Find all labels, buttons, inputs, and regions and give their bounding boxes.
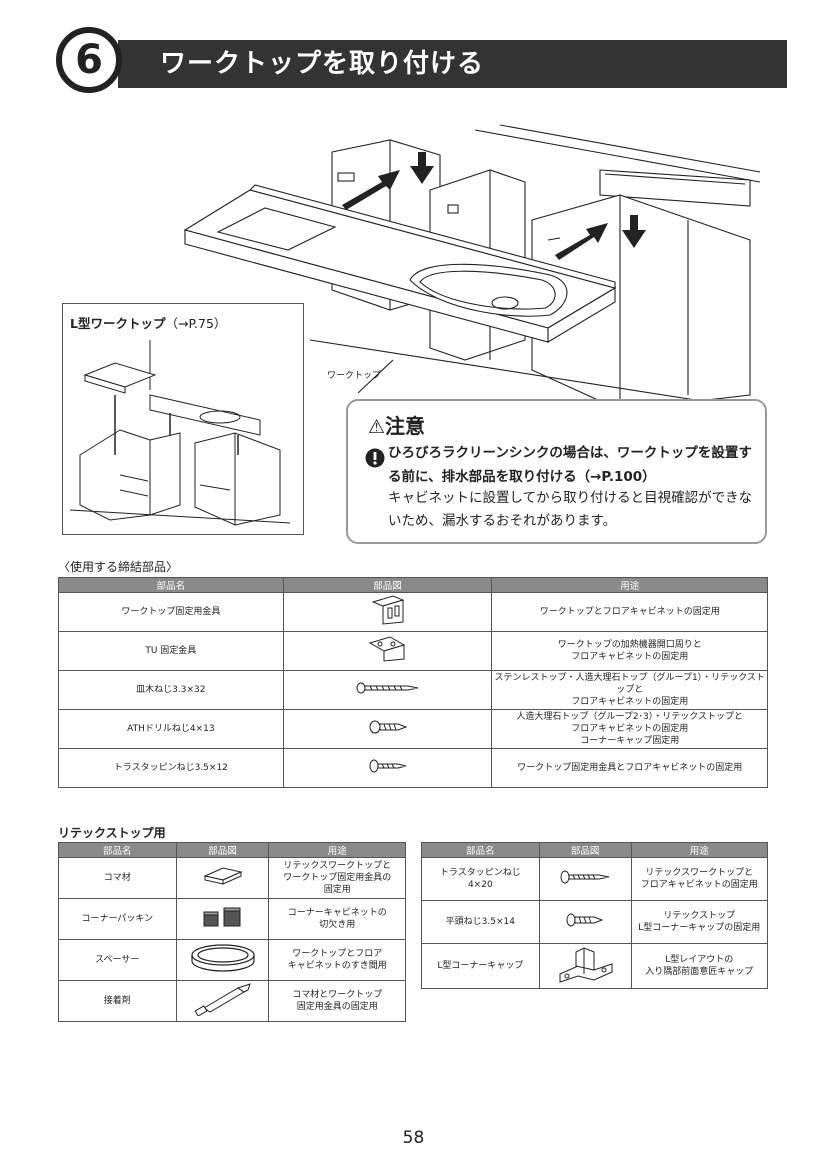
header-part-name: 部品名 <box>58 842 177 858</box>
tu-bracket-icon <box>368 636 405 662</box>
header-part-use: 用途 <box>268 842 406 858</box>
table-row: トラスタッピンねじ3.5×12 ワークトップ固定用金具とフロアキャビネットの固定… <box>58 748 768 788</box>
part-name: L型コーナーキャップ <box>421 943 540 989</box>
part-figure <box>538 900 632 944</box>
table-row: TU 固定金具 ワークトップの加熱機器開口周りと フロアキャビネットの固定用 <box>58 631 768 671</box>
header-part-figure: 部品図 <box>538 842 632 858</box>
table-row: コーナーパッキン コーナーキャビネットの 切欠き用 <box>58 898 406 940</box>
table-row: スペーサー ワークトップとフロア キャビネットのすき間用 <box>58 939 406 981</box>
part-name: トラスタッピンねじ 4×20 <box>421 857 540 901</box>
step-number: 6 <box>75 37 103 83</box>
caution-box <box>346 399 767 544</box>
part-name: コマ材 <box>58 857 177 899</box>
header-part-figure: 部品図 <box>175 842 270 858</box>
corner-cap-icon <box>559 947 613 983</box>
table-row: コマ材 リテックスワークトップと ワークトップ固定用金具の 固定用 <box>58 857 406 899</box>
exclamation-icon <box>365 448 385 468</box>
part-figure <box>282 709 493 749</box>
header-part-name: 部品名 <box>421 842 540 858</box>
ritex-caption: リテックストップ用 <box>58 826 166 840</box>
table-row: 接着剤 コマ材とワークトップ 固定用金具の固定用 <box>58 980 406 1022</box>
long-screw-icon <box>356 682 418 694</box>
header-part-name: 部品名 <box>58 577 284 593</box>
ritex-right-table: 部品名 部品図 用途 トラスタッピンねじ 4×20 リテックスワークトップと フ… <box>421 842 769 989</box>
part-use: ステンレストップ・人造大理石トップ（グループ1）・リテックストップと フロアキャ… <box>491 670 768 710</box>
part-name: スペーサー <box>58 939 177 981</box>
truss-screw-icon <box>369 759 406 773</box>
spacer-ring-icon <box>190 944 255 972</box>
part-figure <box>175 980 270 1022</box>
part-figure <box>538 943 632 989</box>
part-use: コーナーキャビネットの 切欠き用 <box>268 898 406 940</box>
worktop-installation-illustration <box>183 124 761 411</box>
table-row: 平頭ねじ3.5×14 リテックストップ L型コーナーキャップの固定用 <box>421 900 769 944</box>
drill-screw-icon <box>369 720 407 734</box>
table-row: L型コーナーキャップ L型レイアウトの 入り隅部前面意匠キャップ <box>421 943 769 989</box>
part-figure <box>175 898 270 940</box>
part-use: L型レイアウトの 入り隅部前面意匠キャップ <box>630 943 769 989</box>
page-number: 58 <box>402 1128 425 1148</box>
part-name: コーナーパッキン <box>58 898 177 940</box>
part-name: トラスタッピンねじ3.5×12 <box>58 748 284 788</box>
part-figure <box>282 670 493 710</box>
part-figure <box>282 748 493 788</box>
fixing-bracket-icon <box>371 595 405 625</box>
parts-caption: 〈使用する締結部品〉 <box>58 560 179 574</box>
header-part-use: 用途 <box>491 577 768 593</box>
part-use: リテックストップ L型コーナーキャップの固定用 <box>630 900 769 944</box>
part-name: 平頭ねじ3.5×14 <box>421 900 540 944</box>
part-name: 皿木ねじ3.3×32 <box>58 670 284 710</box>
part-use: リテックスワークトップと フロアキャビネットの固定用 <box>630 857 769 901</box>
part-name: ATHドリルねじ4×13 <box>58 709 284 749</box>
caution-heading: ⚠注意 <box>368 414 426 438</box>
part-name: ワークトップ固定用金具 <box>58 592 284 632</box>
part-figure <box>175 857 270 899</box>
part-use: ワークトップとフロアキャビネットの固定用 <box>491 592 768 632</box>
part-figure <box>282 631 493 671</box>
part-figure <box>538 857 632 901</box>
header-bar <box>118 40 787 88</box>
header-part-use: 用途 <box>630 842 769 858</box>
part-use: 人造大理石トップ（グループ2･3）・リテックストップと フロアキャビネットの固定… <box>491 709 768 749</box>
table-row: ワークトップ固定用金具 ワークトップとフロアキャビネットの固定用 <box>58 592 768 632</box>
part-use: ワークトップ固定用金具とフロアキャビネットの固定用 <box>491 748 768 788</box>
long-truss-screw-icon <box>560 870 610 884</box>
warning-triangle-icon: ⚠ <box>368 416 386 438</box>
inset-title: L型ワークトップ（→P.75） <box>70 313 226 332</box>
table-row: トラスタッピンねじ 4×20 リテックスワークトップと フロアキャビネットの固定… <box>421 857 769 901</box>
header-part-figure: 部品図 <box>282 577 493 593</box>
worktop-label: ワークトップ <box>327 371 382 381</box>
caution-normal-text: キャビネットに設置してから取り付けると目視確認ができないため、漏水するおそれがあ… <box>388 490 753 529</box>
inset-title-ref: （→P.75） <box>165 316 227 331</box>
part-figure <box>175 939 270 981</box>
part-use: ワークトップの加熱機器開口周りと フロアキャビネットの固定用 <box>491 631 768 671</box>
adhesive-tube-icon <box>194 983 251 1017</box>
block-icon <box>202 867 243 885</box>
caution-bold-text: ひろびろラクリーンシンクの場合は、ワークトップを設置する前に、排水部品を取り付け… <box>388 445 752 485</box>
table-row: 皿木ねじ3.3×32 ステンレストップ・人造大理石トップ（グループ1）・リテック… <box>58 670 768 710</box>
inset-title-bold: L型ワークトップ <box>70 316 166 331</box>
part-use: コマ材とワークトップ 固定用金具の固定用 <box>268 980 406 1022</box>
table-row: ATHドリルねじ4×13 人造大理石トップ（グループ2･3）・リテックストップと… <box>58 709 768 749</box>
part-use: リテックスワークトップと ワークトップ固定用金具の 固定用 <box>268 857 406 899</box>
part-name: TU 固定金具 <box>58 631 284 671</box>
part-name: 接着剤 <box>58 980 177 1022</box>
part-figure <box>282 592 493 632</box>
parts-table: 部品名 部品図 用途 ワークトップ固定用金具 ワークトップとフロアキャビネットの… <box>58 577 768 788</box>
packing-icon <box>203 907 241 927</box>
page-title: ワークトップを取り付ける <box>160 49 485 79</box>
l-type-worktop-illustration <box>70 340 291 526</box>
ritex-left-table: 部品名 部品図 用途 コマ材 リテックスワークトップと ワークトップ固定用金具の… <box>58 842 406 1022</box>
flat-head-screw-icon <box>566 913 604 927</box>
part-use: ワークトップとフロア キャビネットのすき間用 <box>268 939 406 981</box>
step-circle <box>56 27 122 93</box>
